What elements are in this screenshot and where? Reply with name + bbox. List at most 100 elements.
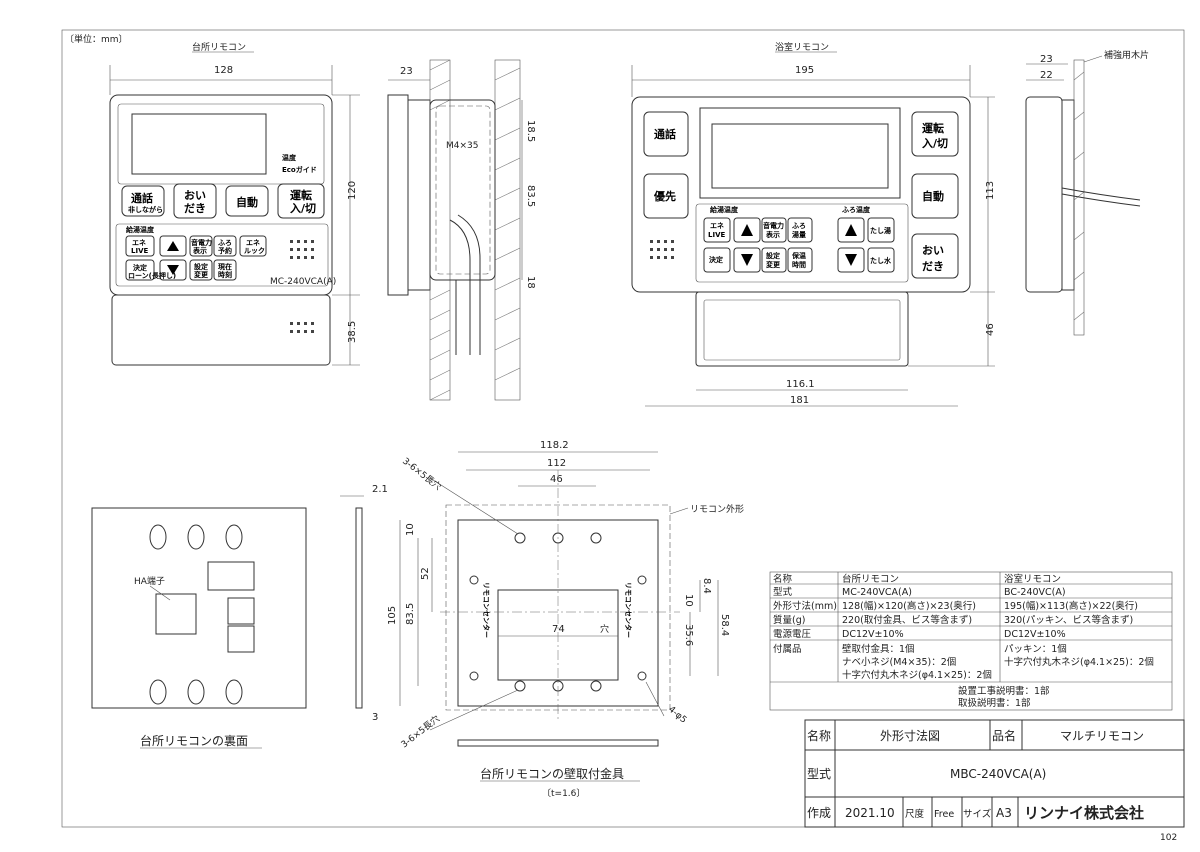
kitchen-speaker-grille bbox=[290, 240, 314, 259]
spec-k-acc: ナベ小ネジ(M4×35)：2個 bbox=[842, 656, 956, 668]
bath-tsuwa-label: 通話 bbox=[654, 127, 676, 141]
bath-yusen-button[interactable] bbox=[643, 173, 689, 219]
bath-hoon-button[interactable] bbox=[787, 247, 813, 273]
kitchen-ketsutei-sub: ローン(長押し) bbox=[128, 271, 176, 280]
bath-lcd bbox=[711, 123, 889, 189]
spec-common-acc: 設置工事説明書：1部 bbox=[958, 685, 1050, 697]
bath-tashiyu-button[interactable] bbox=[867, 217, 895, 243]
kitchen-ene-look-2: ルック bbox=[244, 246, 265, 255]
kitchen-ene-live-1: エネ bbox=[132, 239, 146, 247]
dim-br-46: 46 bbox=[550, 474, 563, 485]
bath-remote-front: 浴室リモコン 195 通話 優先 運転 入/切 自動 おい だき 給湯温度 ふろ… bbox=[631, 41, 996, 407]
bath-oidaki-button[interactable] bbox=[911, 233, 959, 279]
up-arrow-icon bbox=[167, 241, 179, 251]
bath-yusen-label: 優先 bbox=[653, 189, 676, 203]
tb-scale-label: 尺度 bbox=[905, 808, 925, 820]
kitchen-tsuwa-button[interactable] bbox=[121, 185, 165, 217]
kitchen-unten-label: 運転 bbox=[290, 188, 312, 202]
phi5-label: 4-φ5 bbox=[666, 705, 688, 726]
kitchen-ene-live-2: LIVE bbox=[131, 247, 148, 255]
bath-oidaki-2: だき bbox=[922, 260, 944, 273]
dim-br-84: 8.4 bbox=[701, 578, 712, 594]
tb-type-value: MBC-240VCA(A) bbox=[950, 767, 1046, 781]
dim-side-18: 18 bbox=[525, 276, 536, 289]
kitchen-model-label: MC-240VCA(A) bbox=[270, 277, 336, 287]
bath-denryoku-2: 表示 bbox=[765, 230, 780, 239]
dim-br-52: 52 bbox=[420, 567, 431, 580]
bath-ketsutei-label: 決定 bbox=[709, 255, 723, 264]
spec-cell: 型式 bbox=[773, 586, 793, 598]
bath-furo-ondo-label: ふろ温度 bbox=[842, 205, 871, 214]
spec-cell: MC-240VCA(A) bbox=[842, 587, 912, 598]
spec-b-acc: 十字穴付丸木ネジ(φ4.1×25)：2個 bbox=[1004, 656, 1154, 668]
kitchen-oidaki-button[interactable] bbox=[173, 183, 217, 219]
kitchen-furo-button[interactable] bbox=[213, 235, 237, 257]
bath-tashimizu-label: たし水 bbox=[870, 256, 892, 265]
bath-tashiyu-label: たし湯 bbox=[870, 226, 891, 235]
wall-bracket: 118.2 112 46 穴 74 リモコンセンター リモコンセンター 105 … bbox=[387, 440, 744, 799]
kitchen-jido-button[interactable] bbox=[225, 185, 269, 217]
dim-bath-181: 181 bbox=[790, 395, 809, 406]
back-caption: 台所リモコンの裏面 bbox=[140, 733, 248, 748]
bath-title: 浴室リモコン bbox=[775, 41, 829, 53]
kitchen-denryoku-button[interactable] bbox=[189, 235, 213, 257]
remote-outline bbox=[445, 504, 671, 711]
bath-tashimizu-button[interactable] bbox=[867, 247, 895, 273]
spec-cell: 320(パッキン、ビス等含まず) bbox=[1004, 614, 1133, 626]
wood-label: 補強用木片 bbox=[1104, 49, 1149, 61]
bath-ene-button[interactable] bbox=[703, 217, 731, 243]
bath-furo-2: 湯量 bbox=[792, 230, 806, 239]
kitchen-genzai-button[interactable] bbox=[213, 259, 237, 281]
kitchen-remote-back: HA端子 2.1 3 台所リモコンの裏面 bbox=[91, 484, 388, 749]
tb-size-value: A3 bbox=[996, 806, 1012, 820]
kitchen-denryoku-2: 表示 bbox=[192, 246, 207, 255]
kitchen-ene-live-button[interactable] bbox=[125, 235, 155, 257]
kitchen-ene-look-button[interactable] bbox=[239, 235, 267, 257]
kitchen-genzai-2: 時刻 bbox=[218, 270, 232, 279]
bath-unten-button[interactable] bbox=[911, 111, 959, 157]
kitchen-ketsutei-button[interactable] bbox=[125, 259, 155, 281]
kitchen-furo-2: 予約 bbox=[218, 246, 232, 255]
bath-hoon-1: 保温 bbox=[791, 251, 806, 260]
bath-speaker-grille bbox=[650, 240, 674, 259]
tb-scale-value: Free bbox=[934, 809, 954, 820]
kitchen-denryoku-1: 音電力 bbox=[191, 238, 212, 247]
spec-accessory-label: 付属品 bbox=[773, 644, 802, 655]
spec-header-kitchen: 台所リモコン bbox=[842, 573, 899, 585]
dim-kitchen-height: 120 bbox=[347, 181, 358, 200]
down-arrow-icon bbox=[167, 265, 179, 275]
spec-cell: DC12V±10% bbox=[842, 629, 904, 640]
up-arrow-icon bbox=[741, 224, 753, 236]
bath-ketsutei-button[interactable] bbox=[703, 247, 731, 273]
bath-jido-button[interactable] bbox=[911, 173, 959, 219]
bath-furo-button[interactable] bbox=[787, 217, 813, 243]
tb-size-label: サイズ bbox=[963, 808, 992, 820]
bath-denryoku-button[interactable] bbox=[761, 217, 787, 243]
bath-denryoku-1: 音電力 bbox=[763, 221, 784, 230]
dim-br-1182: 118.2 bbox=[540, 440, 569, 451]
kitchen-tsuwa-label: 通話 bbox=[131, 191, 153, 205]
spec-cell: 外形寸法(mm) bbox=[773, 600, 837, 612]
long-hole-top-label: 3-6×5長穴 bbox=[400, 455, 444, 493]
kitchen-unten-button[interactable] bbox=[277, 183, 325, 219]
up-arrow-icon bbox=[845, 224, 857, 236]
tb-name-value: 外形寸法図 bbox=[880, 729, 940, 743]
dim-br-74: 74 bbox=[552, 624, 565, 635]
dim-bath-width: 195 bbox=[795, 65, 814, 76]
kitchen-settei-button[interactable] bbox=[189, 259, 213, 281]
dim-br-10: 10 bbox=[405, 523, 416, 536]
spec-cell: 128(幅)×120(高さ)×23(奥行) bbox=[842, 600, 976, 612]
bath-settei-button[interactable] bbox=[761, 247, 787, 273]
spec-table: 名称 台所リモコン 浴室リモコン 型式 MC-240VCA(A) BC-240V… bbox=[769, 571, 1173, 711]
remote-outline-label: リモコン外形 bbox=[690, 503, 744, 515]
bath-tsuwa-button[interactable] bbox=[643, 111, 689, 157]
center-label-right: リモコンセンター bbox=[624, 582, 633, 638]
m4-screw-label: M4×35 bbox=[446, 141, 478, 151]
bath-side-view: 23 22 補強用木片 bbox=[1025, 49, 1149, 336]
bath-ene-2: LIVE bbox=[708, 231, 725, 239]
dim-back-3: 3 bbox=[372, 712, 378, 723]
bath-settei-2: 変更 bbox=[766, 260, 781, 269]
spec-k-acc: 壁取付金具：1個 bbox=[842, 643, 915, 655]
